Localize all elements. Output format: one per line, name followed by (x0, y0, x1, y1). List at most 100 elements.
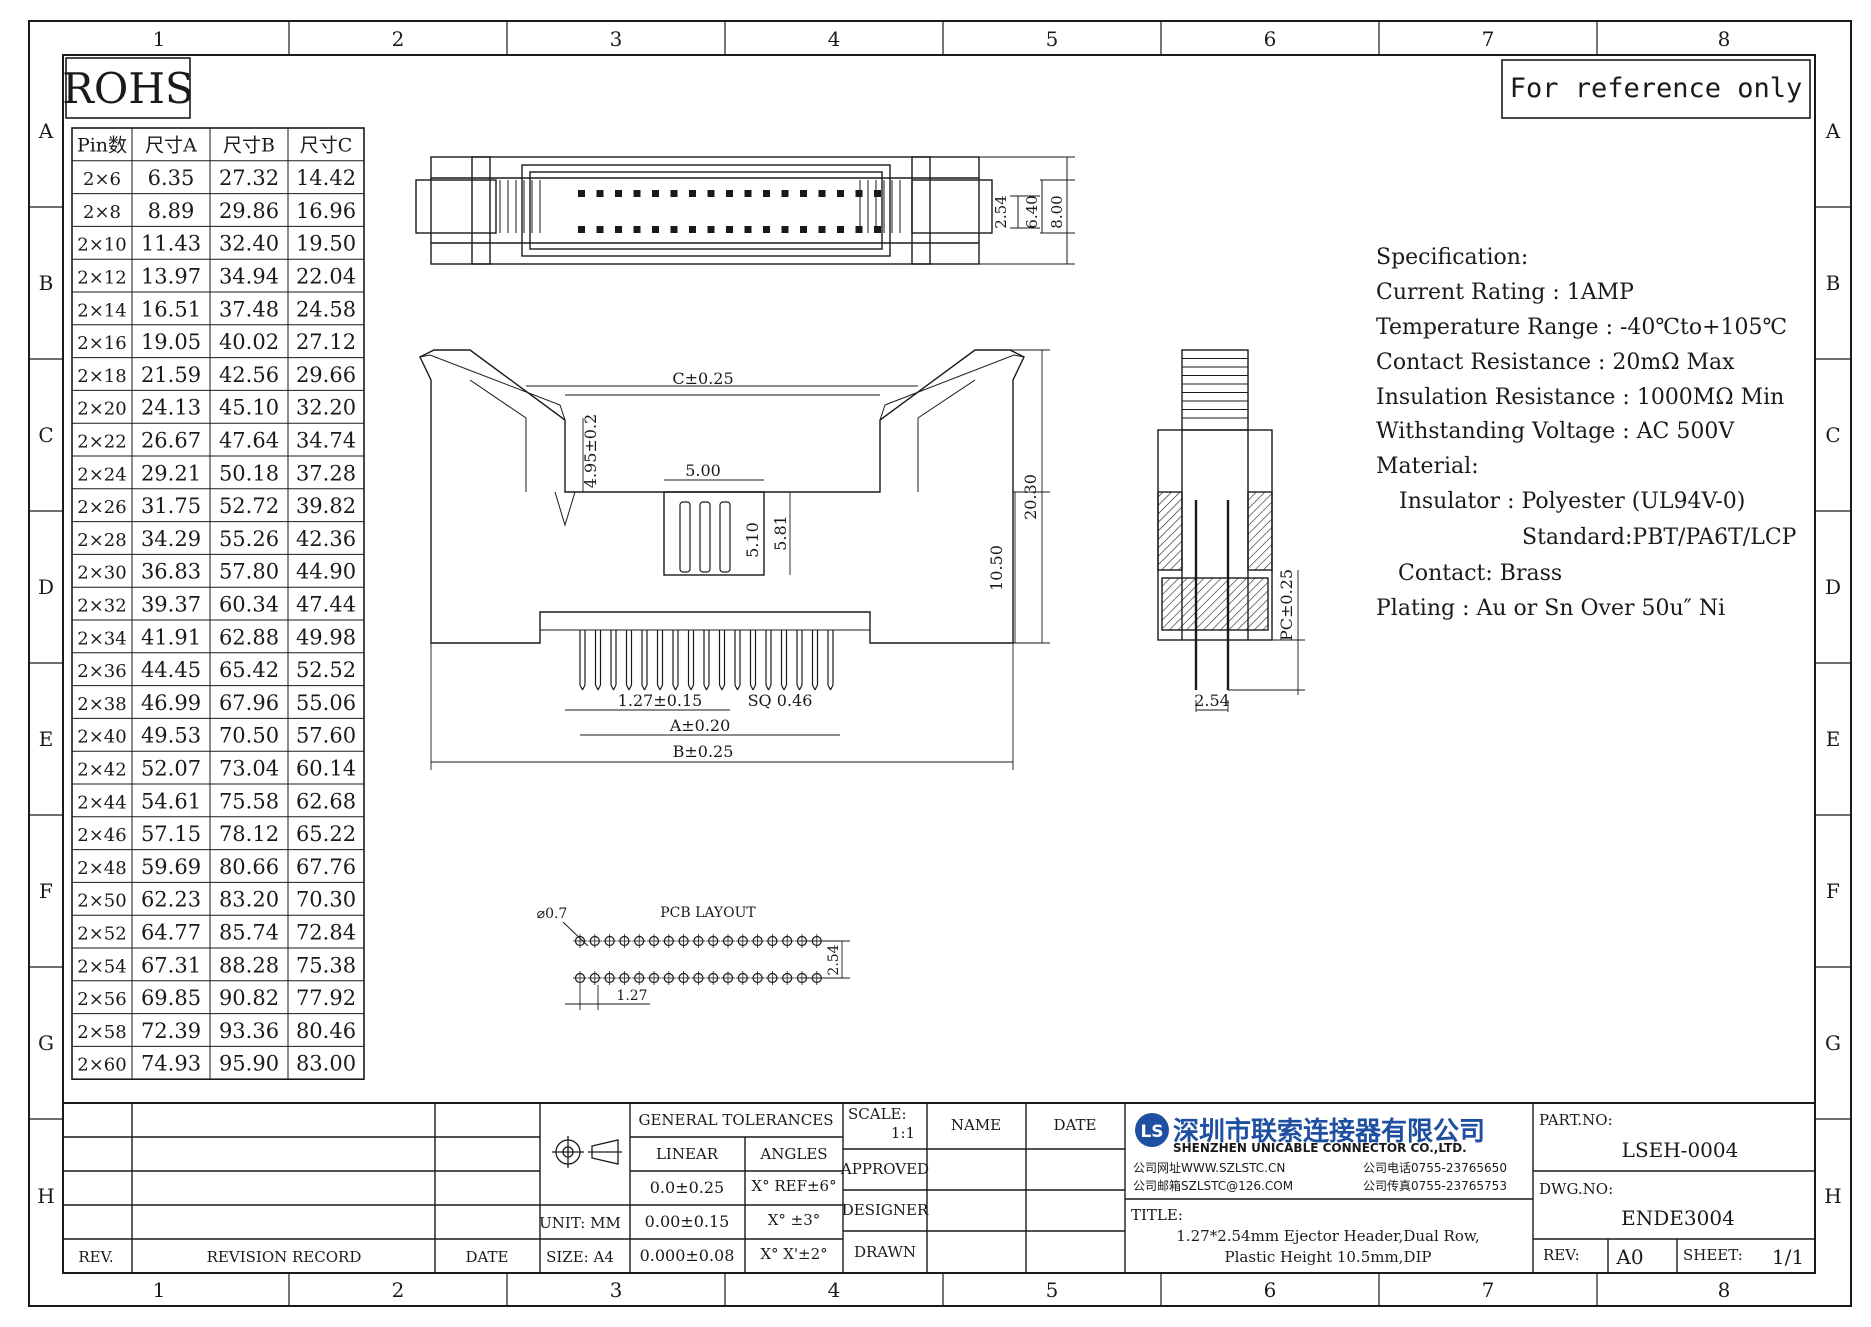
table-cell: 2×58 (77, 1022, 126, 1043)
frame-row-label-left: A (38, 119, 54, 143)
pcb-layout-title: PCB LAYOUT (660, 905, 756, 921)
table-cell: 19.50 (296, 232, 356, 256)
table-cell: 83.00 (296, 1052, 356, 1076)
spec-line: Material: (1376, 454, 1479, 479)
table-cell: 62.88 (219, 625, 279, 649)
frame-col-label-top: 2 (392, 27, 405, 51)
table-cell: 70.30 (296, 888, 356, 912)
frame-row-label-left: F (39, 879, 53, 903)
part-no-label: PART.NO: (1539, 1111, 1613, 1129)
table-cell: 24.58 (296, 297, 356, 321)
table-cell: 67.31 (141, 953, 201, 977)
title-label: TITLE: (1131, 1206, 1183, 1224)
table-cell: 95.90 (219, 1052, 279, 1076)
table-cell: 27.32 (219, 166, 279, 190)
table-cell: 2×16 (77, 333, 126, 354)
table-cell: 45.10 (219, 396, 279, 420)
tolerance-linear-1: 0.0±0.25 (650, 1178, 724, 1197)
title-block (63, 1102, 1815, 1273)
table-cell: 47.64 (219, 428, 279, 452)
dwg-no-label: DWG.NO: (1539, 1180, 1613, 1198)
front-view-dims: C±0.25 4.95±0.2 5.00 5.10 5.81 10.50 20.… (581, 369, 1040, 761)
dim-20-30: 20.30 (1021, 474, 1040, 520)
pcb-col-pitch: 1.27 (616, 988, 647, 1004)
frame-row-label-right: H (1824, 1184, 1841, 1208)
frame-col-label-top: 7 (1482, 27, 1495, 51)
table-cell: 44.45 (141, 658, 201, 682)
spec-line: Contact: Brass (1398, 561, 1562, 586)
table-cell: 62.68 (296, 789, 356, 813)
table-cell: 75.38 (296, 953, 356, 977)
table-cell: 67.96 (219, 691, 279, 715)
table-cell: 57.15 (141, 822, 201, 846)
company-name-en: SHENZHEN UNICABLE CONNECTOR CO.,LTD. (1173, 1141, 1467, 1155)
table-cell: 52.07 (141, 756, 201, 780)
table-cell: 93.36 (219, 1019, 279, 1043)
specification-block: Specification:Current Rating : 1AMPTempe… (1376, 245, 1797, 621)
frame-col-label-bottom: 2 (392, 1278, 405, 1302)
dim-10-50: 10.50 (987, 545, 1006, 591)
revision-record-header: REVISION RECORD (207, 1248, 362, 1266)
company-contacts: 公司网址WWW.SZLSTC.CN 公司电话0755-23765650 公司邮箱… (1133, 1161, 1507, 1193)
dim-b: B±0.25 (673, 742, 734, 761)
frame-col-label-bottom: 4 (828, 1278, 841, 1302)
table-cell: 49.53 (141, 724, 201, 748)
frame-row-label-right: C (1825, 423, 1840, 447)
table-cell: 29.21 (141, 461, 201, 485)
name-header: NAME (951, 1116, 1001, 1134)
table-header-cell: 尺寸C (300, 135, 353, 157)
table-cell: 54.61 (141, 789, 201, 813)
table-cell: 34.94 (219, 264, 279, 288)
frame-row-label-left: D (38, 575, 54, 599)
table-cell: 69.85 (141, 986, 201, 1010)
dim-5-81: 5.81 (771, 515, 790, 551)
top-view-dims: 2.54 6.40 8.00 (992, 195, 1066, 228)
top-view (415, 156, 1075, 265)
table-cell: 2×36 (77, 661, 126, 682)
table-cell: 2×60 (77, 1055, 126, 1076)
dim-4-95: 4.95±0.2 (581, 414, 600, 488)
table-cell: 55.06 (296, 691, 356, 715)
table-cell: 13.97 (141, 264, 201, 288)
table-cell: 22.04 (296, 264, 356, 288)
frame-grid-ticks (29, 21, 1851, 1306)
table-cell: 52.72 (219, 494, 279, 518)
table-cell: 2×10 (77, 235, 126, 256)
frame-col-label-top: 4 (828, 27, 841, 51)
dim-a: A±0.20 (669, 716, 731, 735)
frame-row-label-left: C (38, 423, 53, 447)
frame-row-label-right: D (1825, 575, 1841, 599)
table-cell: 2×54 (77, 956, 126, 977)
table-cell: 34.29 (141, 527, 201, 551)
designer-label: DESIGNER (842, 1201, 929, 1219)
table-cell: 88.28 (219, 953, 279, 977)
table-cell: 2×22 (77, 431, 126, 452)
table-cell: 90.82 (219, 986, 279, 1010)
dim-top-8-00: 8.00 (1048, 195, 1066, 228)
spec-line: Plating : Au or Sn Over 50u″ Ni (1376, 596, 1725, 621)
table-cell: 2×38 (77, 694, 126, 715)
reference-note: For reference only (1501, 59, 1811, 119)
table-cell: 50.18 (219, 461, 279, 485)
title-line-2: Plastic Height 10.5mm,DIP (1225, 1248, 1432, 1266)
table-cell: 11.43 (141, 232, 201, 256)
angles-header: ANGLES (759, 1145, 827, 1163)
table-cell: 74.93 (141, 1052, 201, 1076)
table-cell: 2×32 (77, 595, 126, 616)
rohs-label: ROHS (62, 64, 193, 113)
dim-pc: PC±0.25 (1277, 569, 1296, 641)
table-cell: 2×28 (77, 530, 126, 551)
table-cell: 14.42 (296, 166, 356, 190)
rev-header: REV. (78, 1248, 113, 1266)
table-cell: 67.76 (296, 855, 356, 879)
table-cell: 70.50 (219, 724, 279, 748)
title-line-1: 1.27*2.54mm Ejector Header,Dual Row, (1176, 1227, 1479, 1245)
table-cell: 2×50 (77, 891, 126, 912)
table-cell: 52.52 (296, 658, 356, 682)
table-cell: 37.48 (219, 297, 279, 321)
table-cell: 80.46 (296, 1019, 356, 1043)
general-tolerances-header: GENERAL TOLERANCES (638, 1111, 833, 1129)
table-cell: 42.56 (219, 363, 279, 387)
table-cell: 65.22 (296, 822, 356, 846)
drawn-label: DRAWN (854, 1243, 916, 1261)
